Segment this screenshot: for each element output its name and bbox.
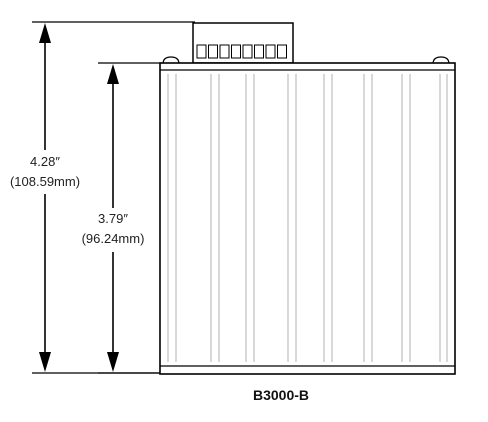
connector-pins [196, 44, 287, 59]
enclosure-body [159, 62, 456, 375]
body-height-mm: (96.24mm) [82, 231, 145, 246]
connector-pin [231, 44, 241, 59]
overall-height-inches: 4.28″ [30, 154, 60, 169]
body-arrow-bottom [107, 352, 119, 372]
body-label-backdrop [72, 208, 156, 252]
enclosure-outline [159, 62, 456, 375]
connector-pin [254, 44, 264, 59]
connector-pin [265, 44, 276, 59]
model-label: B3000-B [253, 387, 309, 403]
heatsink-fins [167, 74, 448, 362]
connector-pin [277, 44, 287, 59]
overall-arrow-top [39, 23, 51, 43]
body-arrow-top [107, 64, 119, 84]
connector-pin [242, 44, 253, 59]
connector-pin [219, 44, 230, 59]
body-height-dimension: 3.79″ (96.24mm) [72, 62, 162, 374]
overall-label-backdrop [2, 150, 88, 194]
connector-pin [208, 44, 218, 59]
body-height-inches: 3.79″ [98, 211, 128, 226]
connector-pin [196, 44, 207, 59]
overall-height-mm: (108.59mm) [10, 174, 80, 189]
terminal-connector [192, 22, 294, 64]
overall-height-dimension: 4.28″ (108.59mm) [2, 21, 195, 374]
overall-arrow-bottom [39, 352, 51, 372]
